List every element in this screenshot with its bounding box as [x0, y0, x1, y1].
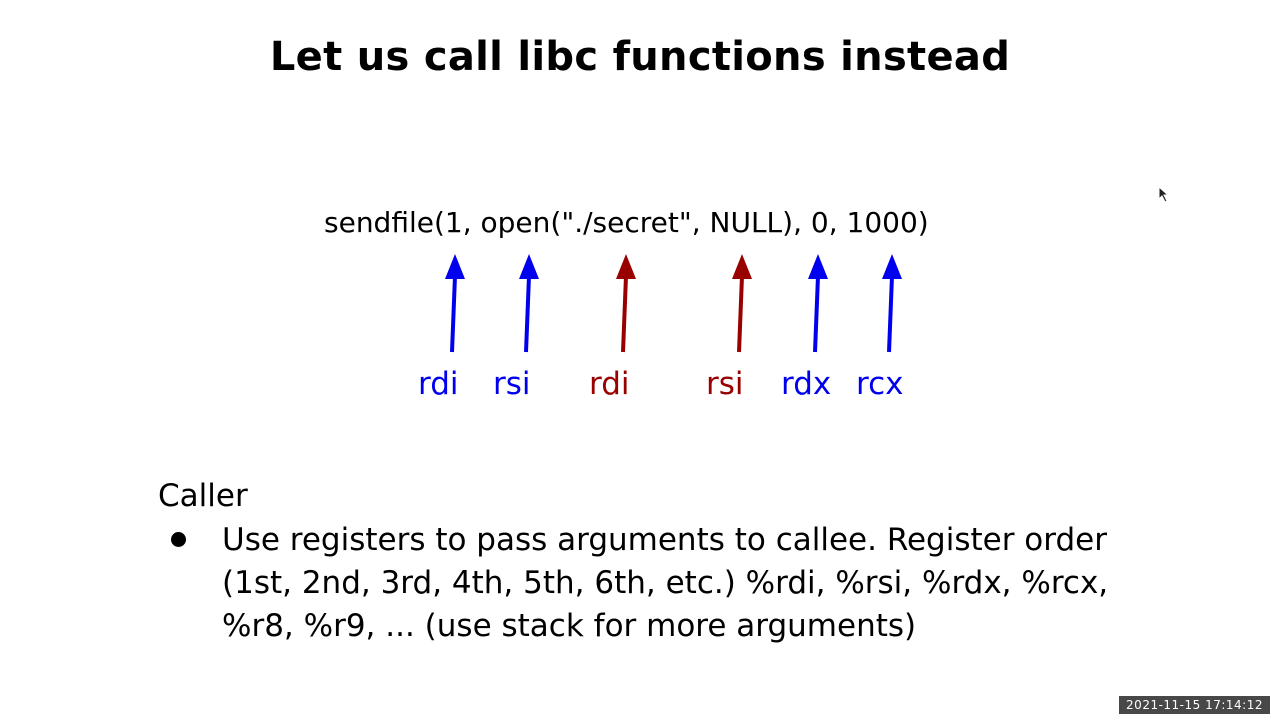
- arrow-open-arg1: [616, 254, 636, 353]
- arrow-arg4: [882, 254, 902, 353]
- arrow-arg1: [445, 254, 465, 353]
- register-label-rdx: rdx: [781, 366, 832, 402]
- register-label-open-rdi: rdi: [589, 366, 630, 402]
- arrow-arg3: [808, 254, 828, 353]
- bullet-icon: [171, 532, 186, 547]
- caller-heading: Caller: [158, 478, 248, 514]
- register-label-open-rsi: rsi: [706, 366, 744, 402]
- register-label-rsi: rsi: [493, 366, 531, 402]
- timestamp-overlay: 2021-11-15 17:14:12: [1119, 696, 1270, 714]
- arrow-open-arg2: [732, 254, 752, 353]
- arrow-arg2: [519, 254, 539, 353]
- register-label-rdi: rdi: [418, 366, 459, 402]
- code-expression: sendfile(1, open("./secret", NULL), 0, 1…: [324, 206, 929, 239]
- mouse-cursor-icon: [1158, 186, 1170, 203]
- register-label-rcx: rcx: [856, 366, 904, 402]
- slide-title: Let us call libc functions instead: [269, 34, 1011, 80]
- bullet-text: Use registers to pass arguments to calle…: [222, 522, 1109, 644]
